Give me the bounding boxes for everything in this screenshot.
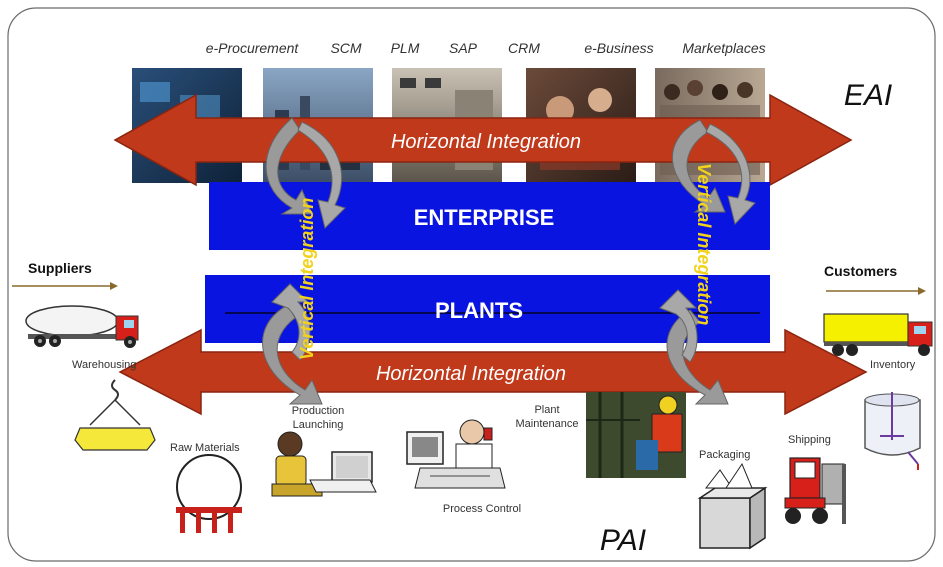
maintenance-label-line2: Maintenance [516, 418, 579, 430]
enterprise-label: ENTERPRISE [414, 205, 555, 230]
right-vertical-label: Vertical Integration [694, 163, 714, 325]
raw-materials-label: Raw Materials [170, 442, 240, 454]
delivery-truck-icon [823, 313, 933, 356]
maintenance-label-line1: Plant [534, 404, 559, 416]
customers-arrow-head [918, 287, 926, 295]
crane-load-icon [74, 379, 156, 451]
plants-label: PLANTS [435, 298, 523, 323]
lower-horizontal-arrow [118, 328, 868, 416]
system-label-ebusiness: e-Business [584, 40, 653, 56]
suppliers-arrow-head [110, 282, 118, 290]
system-label-plm: PLM [391, 40, 420, 56]
eai-label: EAI [844, 79, 892, 112]
system-label-sap: SAP [449, 40, 478, 56]
operator-terminal-icon [271, 431, 377, 497]
packaging-label: Packaging [699, 449, 750, 461]
upper-horizontal-arrow [113, 93, 853, 187]
left-vertical-label: Vertical Integration [297, 198, 317, 360]
upper-arrow-label: Horizontal Integration [391, 131, 581, 153]
system-label-eprocurement: e-Procurement [206, 40, 300, 56]
storage-tank-icon [864, 392, 921, 470]
pai-label: PAI [600, 524, 646, 557]
maintenance-worker-icon [586, 392, 686, 478]
suppliers-label: Suppliers [28, 260, 92, 276]
inventory-label: Inventory [870, 359, 916, 371]
right-vertical-curls [659, 119, 756, 405]
production-label-line1: Production [292, 405, 345, 417]
system-label-crm: CRM [508, 40, 540, 56]
left-vertical-curls [262, 117, 346, 405]
package-box-icon [697, 462, 768, 550]
customers-label: Customers [824, 263, 897, 279]
process-control-operator-icon [406, 419, 506, 489]
process-control-label: Process Control [443, 503, 521, 515]
shipping-label: Shipping [788, 434, 831, 446]
system-label-scm: SCM [330, 40, 361, 56]
production-label-line2: Launching [293, 419, 344, 431]
warehousing-label: Warehousing [72, 359, 136, 371]
forklift-icon [784, 457, 846, 524]
storage-sphere-icon [176, 454, 242, 533]
lower-arrow-label: Horizontal Integration [376, 363, 566, 385]
tanker-truck-icon [25, 305, 139, 348]
system-label-marketplaces: Marketplaces [682, 40, 765, 56]
